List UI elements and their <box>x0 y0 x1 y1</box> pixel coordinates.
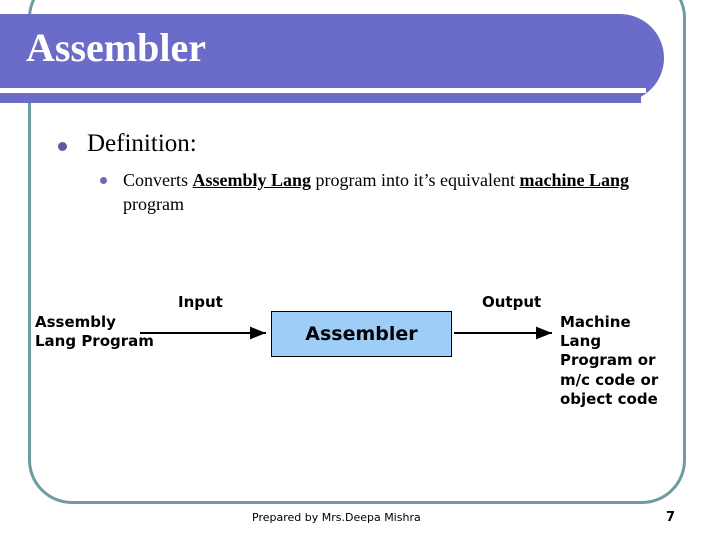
bullet-definition-label: Definition: <box>87 130 197 157</box>
input-label: Input <box>178 293 223 311</box>
header-divider-white <box>0 88 646 93</box>
output-target-label: Machine Lang Program or m/c code or obje… <box>560 313 659 408</box>
assembler-process-box: Assembler <box>271 311 452 357</box>
plain-text-run: program into it’s equivalent <box>311 170 520 190</box>
assembler-process-box-label: Assembler <box>305 323 418 345</box>
page-title: Assembler <box>26 25 206 70</box>
bullet-dot-icon <box>58 142 67 151</box>
bullet-definition-detail-text: Converts Assembly Lang program into it’s… <box>123 168 663 217</box>
page-number: 7 <box>666 510 676 525</box>
footer-prepared-by: Prepared by Mrs.Deepa Mishra <box>252 511 421 524</box>
input-source-label: Assembly Lang Program <box>35 313 154 351</box>
header-banner <box>0 14 664 102</box>
bullet-definition-detail: Converts Assembly Lang program into it’s… <box>100 168 670 217</box>
plain-text-run: Converts <box>123 170 193 190</box>
output-label: Output <box>482 293 542 311</box>
decorative-frame <box>28 0 686 504</box>
emphasized-term: Assembly Lang <box>192 170 312 190</box>
emphasized-term: machine Lang <box>519 170 630 190</box>
bullet-dot-icon <box>100 177 107 184</box>
plain-text-run: program <box>123 194 184 215</box>
header-underbar <box>0 93 641 103</box>
bullet-definition: Definition: <box>58 130 197 158</box>
